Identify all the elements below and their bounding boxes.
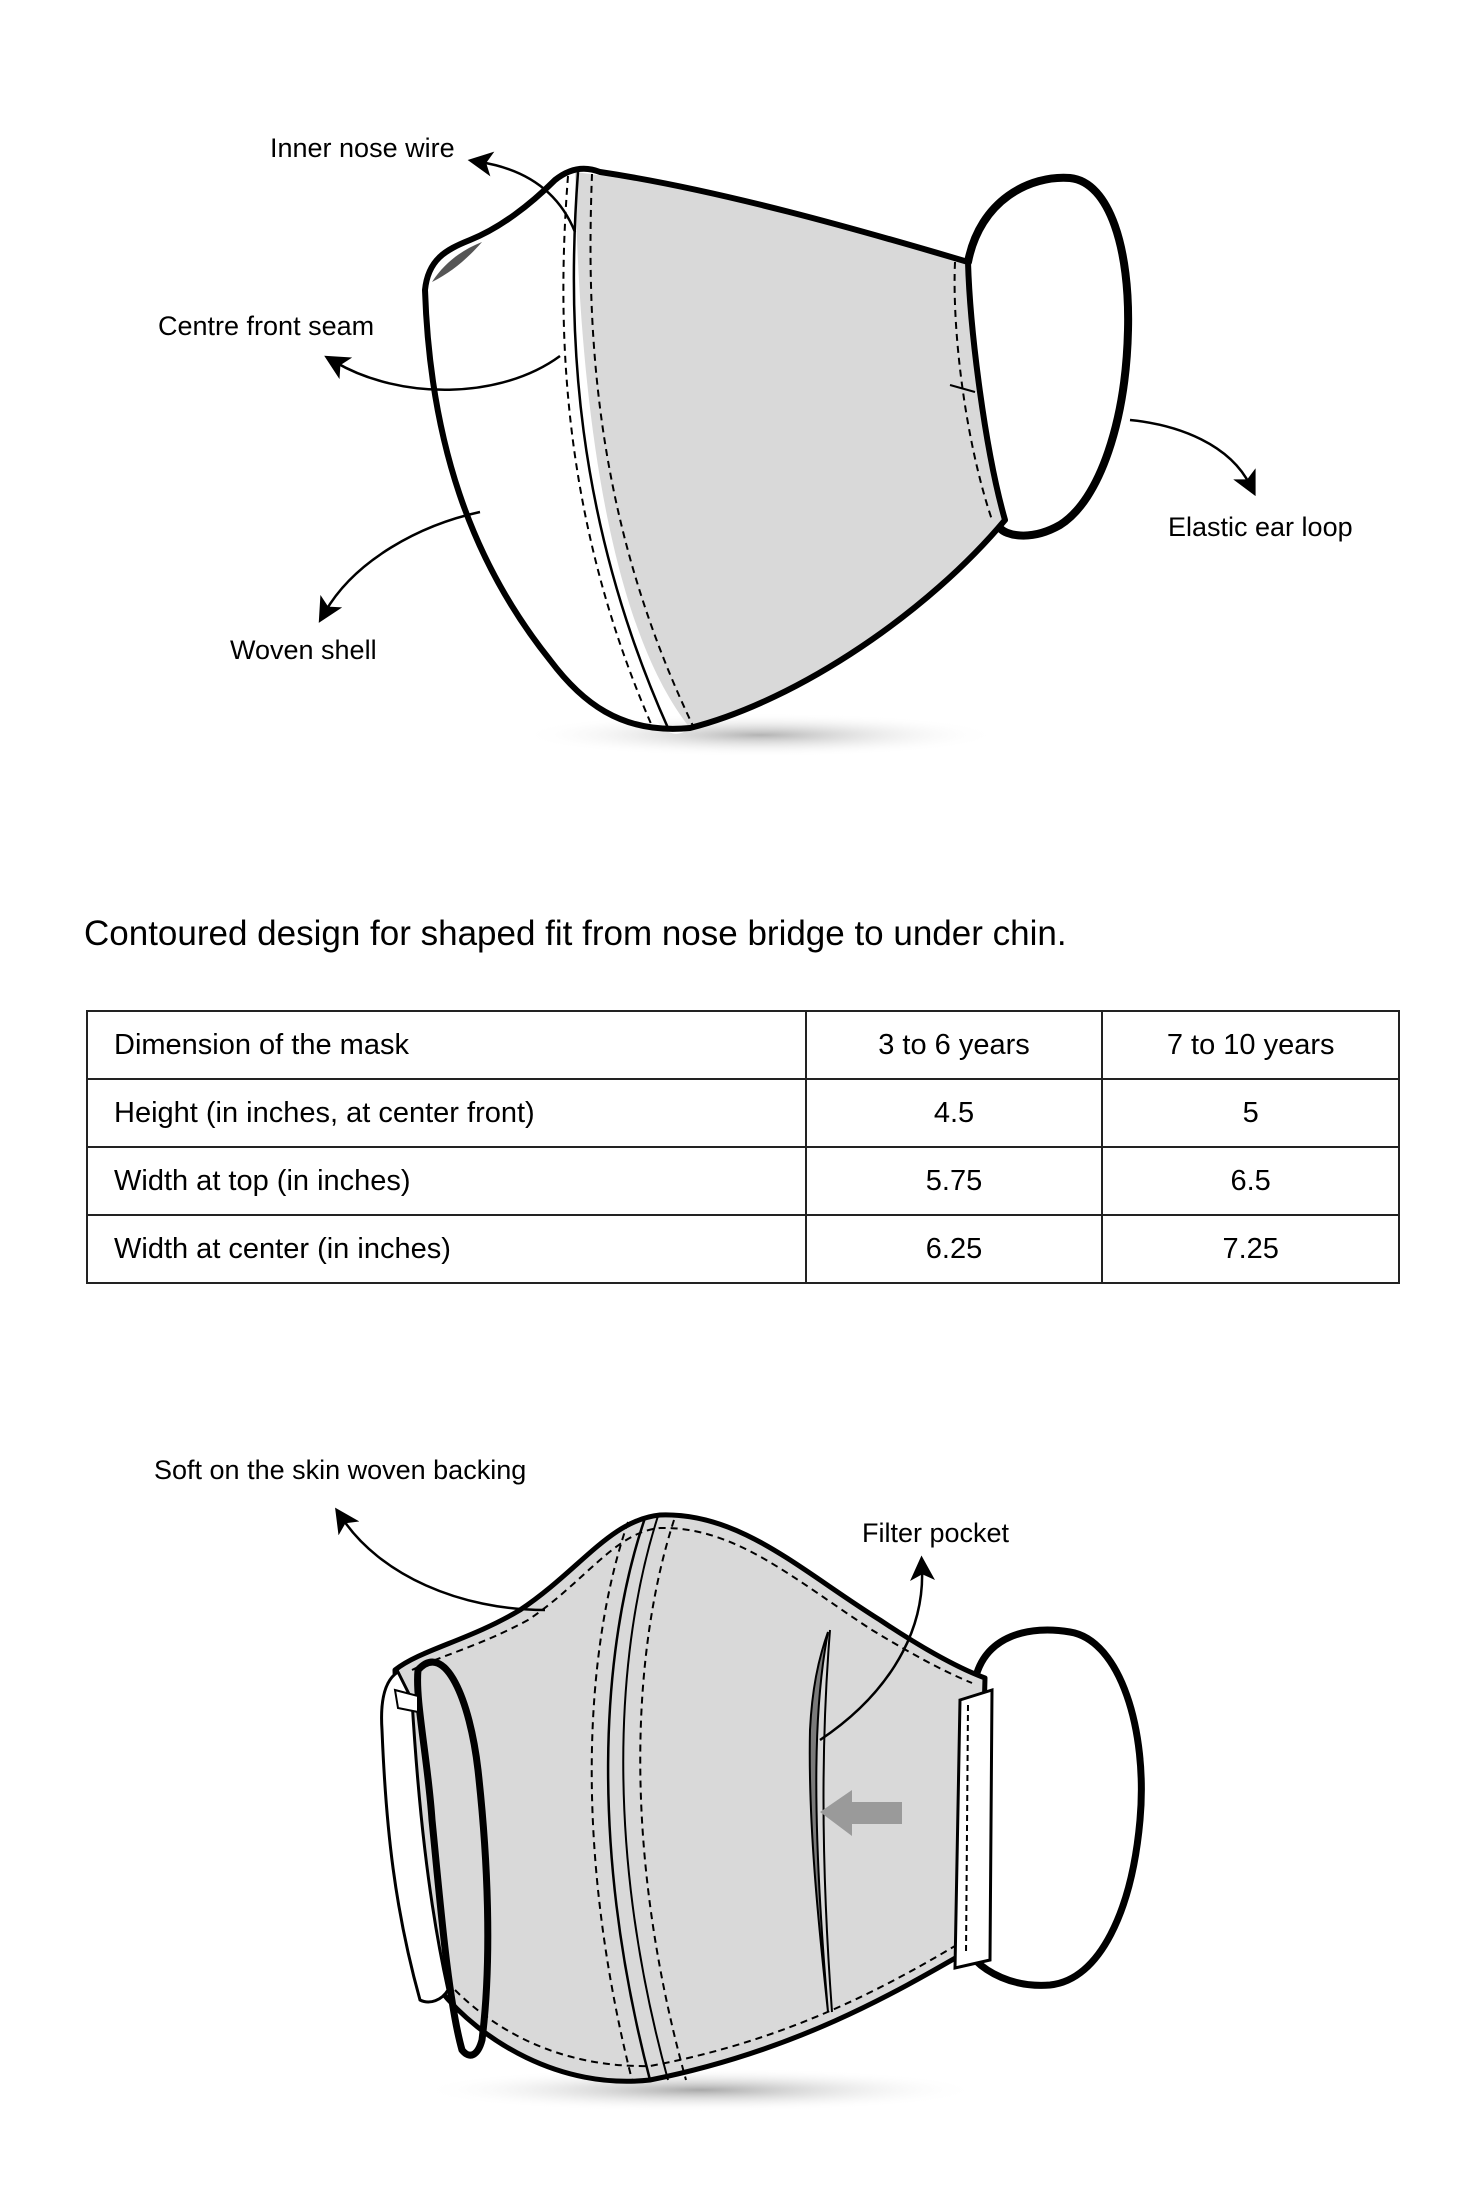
centre-seam-stitch-a [590, 1521, 633, 2081]
centre-front-seam-inner [606, 1517, 652, 2081]
table-row: Width at top (in inches) 5.75 6.5 [86, 1146, 1400, 1216]
seam-stitch-1 [562, 175, 653, 727]
elastic-ear-loop-left [414, 1658, 492, 2059]
arrow-inner-nose-wire [467, 151, 577, 233]
floor-shadow [420, 2068, 980, 2112]
inner-nose-gap [432, 242, 482, 282]
left-tab [393, 1688, 419, 1714]
outer-mask-diagram: Inner nose wire Centre front seam Woven … [0, 0, 1480, 820]
filter-pocket-opening [808, 1631, 829, 2013]
mask-outline [422, 165, 1008, 732]
right-elastic-tab [953, 1687, 994, 1970]
table-header-cell: Dimension of the mask [86, 1010, 807, 1080]
outer-mask-illustration [318, 151, 1256, 757]
callout-woven-shell: Woven shell [230, 635, 377, 665]
arrow-woven-backing [335, 1507, 546, 1612]
inner-mask-illustration [335, 1507, 1145, 2112]
table-header-cell: 3 to 6 years [804, 1010, 1104, 1080]
table-cell: Width at top (in inches) [86, 1146, 807, 1216]
elastic-ear-loop [964, 173, 1133, 540]
edge-stitch [411, 1526, 973, 1684]
arrow-filter-pocket [819, 1555, 936, 1742]
table-cell: 7.25 [1101, 1214, 1400, 1284]
woven-shell-panel [425, 174, 690, 734]
table-cell: 4.5 [804, 1078, 1104, 1148]
elastic-ear-loop-right [971, 1626, 1145, 1989]
callout-elastic-ear-loop: Elastic ear loop [1168, 512, 1353, 542]
centre-seam-inner-2 [622, 1515, 669, 2081]
inner-mask-diagram: Soft on the skin woven backing Filter po… [0, 1400, 1480, 2200]
floor-shadow [520, 713, 1000, 757]
table-cell: Height (in inches, at center front) [86, 1078, 807, 1148]
table-header-cell: 7 to 10 years [1101, 1010, 1400, 1080]
callout-centre-front-seam: Centre front seam [158, 311, 375, 341]
left-fold-panel [380, 1669, 450, 2004]
table-cell: 5 [1101, 1078, 1400, 1148]
table-cell: 5.75 [804, 1146, 1104, 1216]
mask-body-outer [575, 172, 1005, 728]
arrow-woven-shell [318, 510, 481, 623]
filter-pocket-line [822, 1629, 833, 2013]
callout-filter-pocket: Filter pocket [862, 1518, 1010, 1548]
arrow-elastic-ear-loop [1129, 418, 1256, 497]
side-seam-stitch [953, 261, 993, 521]
right-tab-stitch [965, 1704, 969, 1956]
table-cell: Width at center (in inches) [86, 1214, 807, 1284]
centre-front-seam [572, 171, 670, 729]
edge-stitch-bottom [454, 1939, 966, 2068]
callout-woven-backing: Soft on the skin woven backing [154, 1455, 527, 1485]
size-table: Dimension of the mask 3 to 6 years 7 to … [86, 1010, 1400, 1284]
callout-inner-nose-wire: Inner nose wire [270, 133, 455, 163]
fit-description: Contoured design for shaped fit from nos… [84, 914, 1067, 953]
table-header-row: Dimension of the mask 3 to 6 years 7 to … [86, 1010, 1400, 1080]
seam-stitch-2 [589, 173, 695, 729]
table-row: Width at center (in inches) 6.25 7.25 [86, 1214, 1400, 1284]
side-seam-tab [949, 384, 976, 393]
table-row: Height (in inches, at center front) 4.5 … [86, 1078, 1400, 1148]
arrow-centre-front-seam [324, 354, 561, 391]
table-cell: 6.5 [1101, 1146, 1400, 1216]
pocket-insert-arrow [820, 1790, 902, 1836]
table-cell: 6.25 [804, 1214, 1104, 1284]
centre-seam-stitch-b [639, 1519, 687, 2081]
